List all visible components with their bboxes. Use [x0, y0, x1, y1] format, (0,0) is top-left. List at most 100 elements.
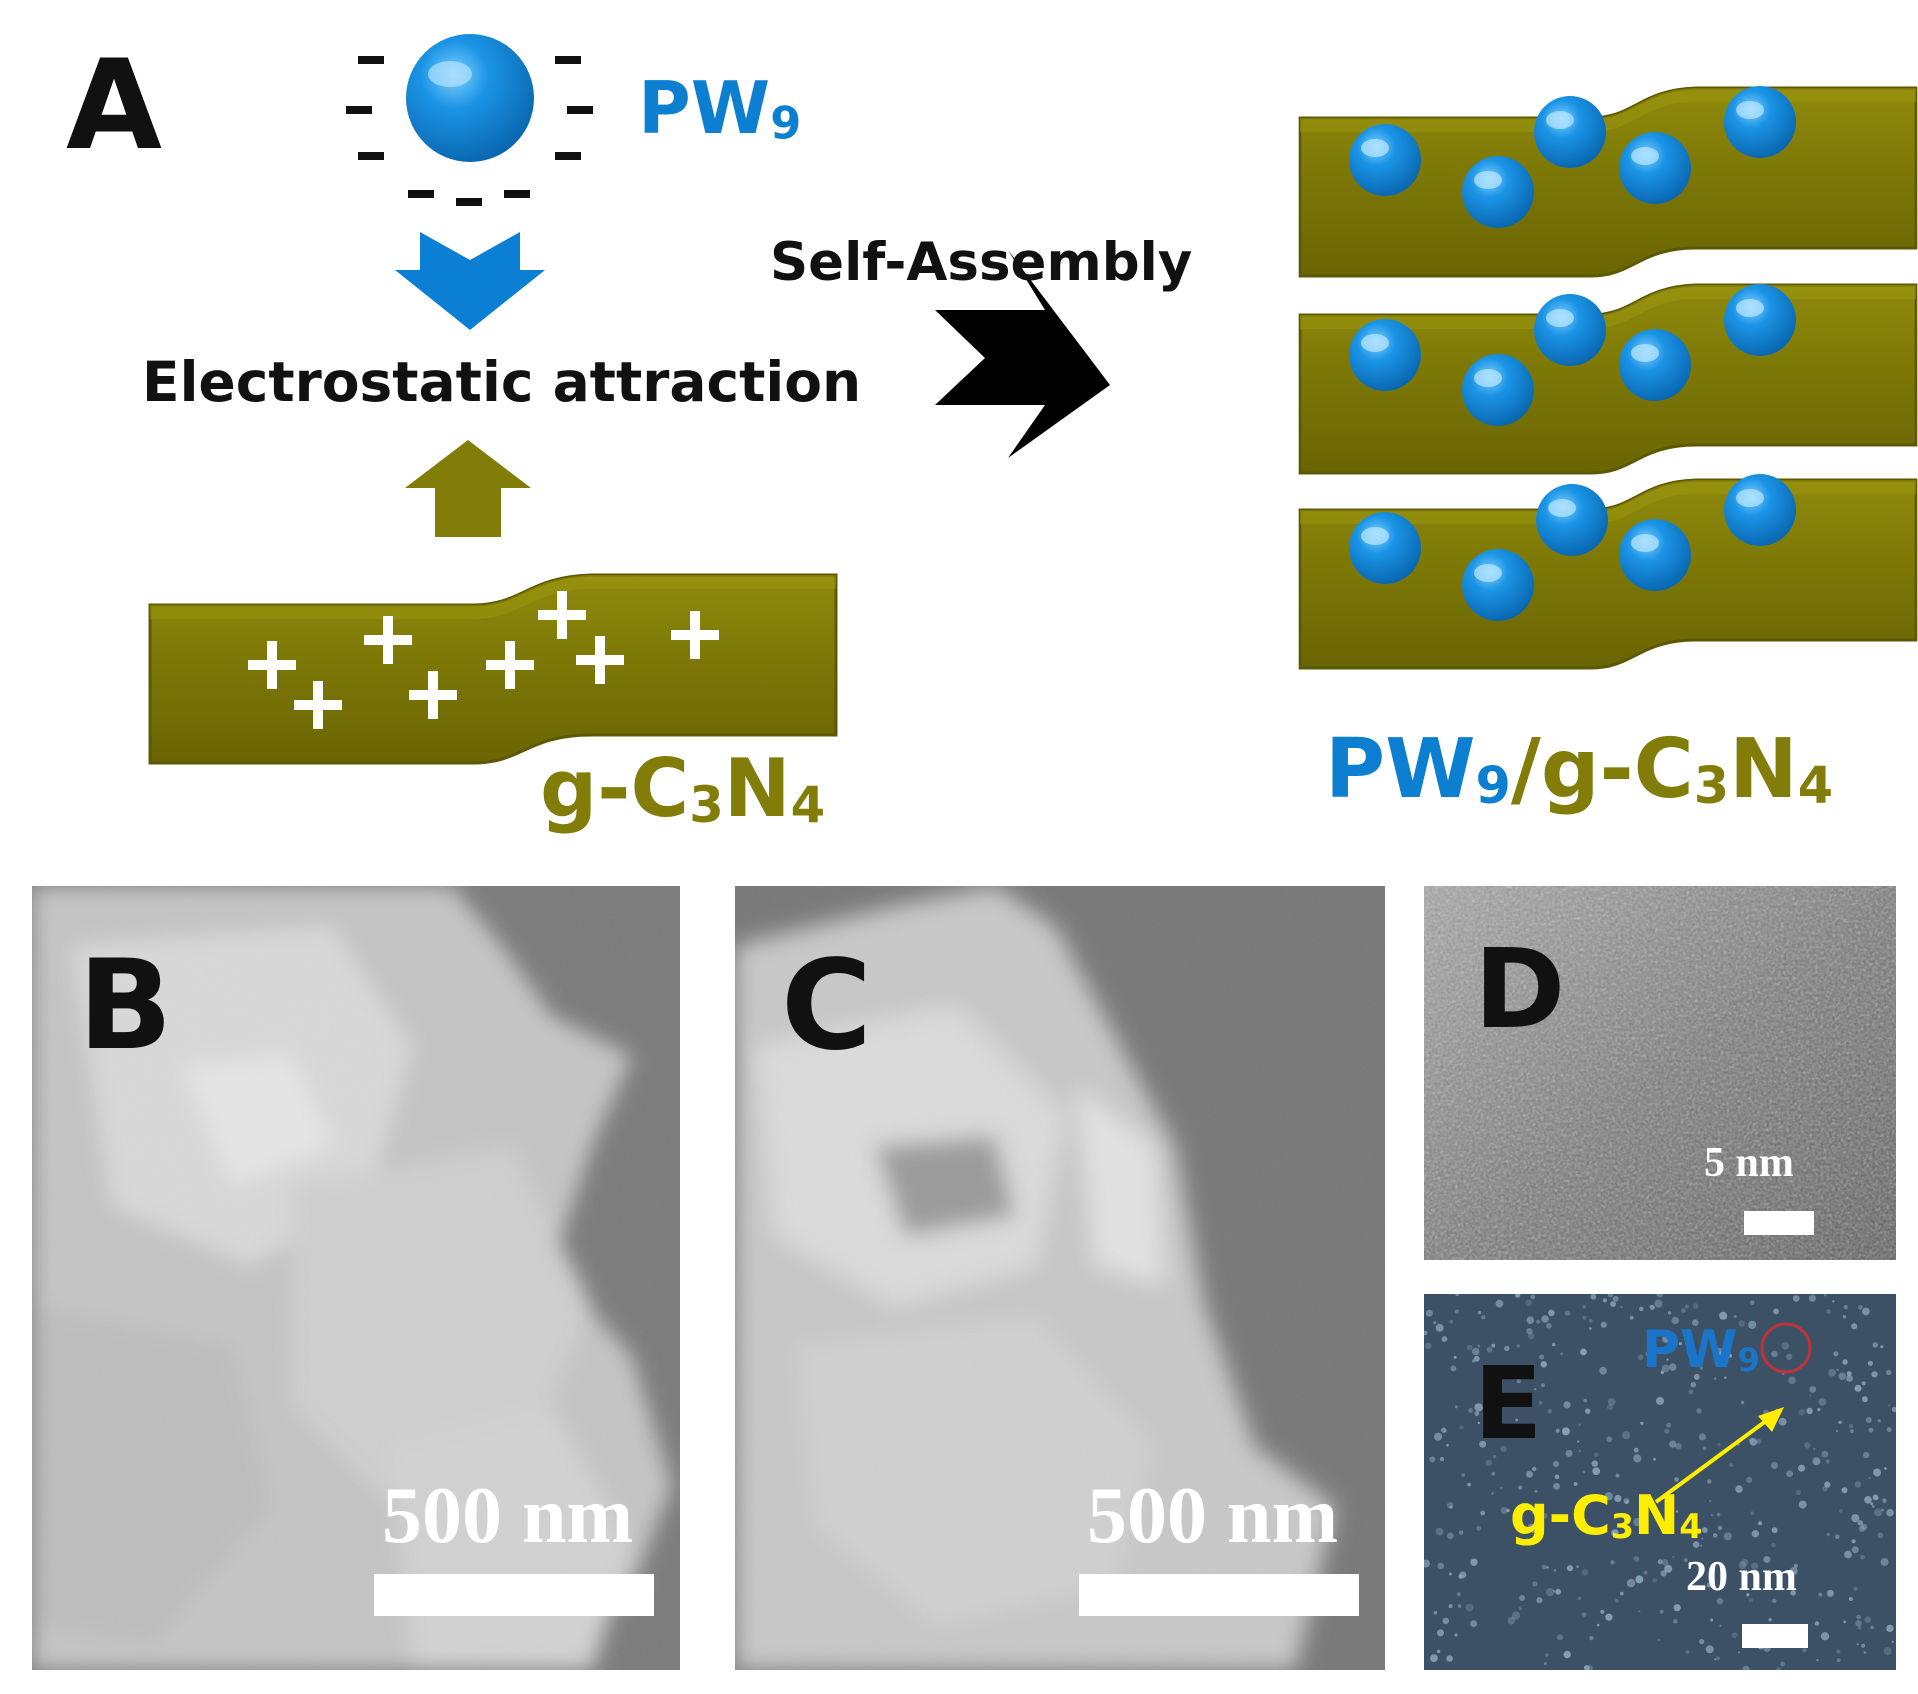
speckle-dot [1582, 1304, 1586, 1309]
speckle-dot [1668, 1334, 1673, 1340]
speckle-dot [1506, 1508, 1510, 1513]
speckle-dot [1756, 1438, 1762, 1444]
panel-b-sem-image: B 500 nm [32, 886, 680, 1670]
speckle-dot [1645, 1351, 1652, 1357]
speckle-dot [1835, 1534, 1840, 1539]
panel-c-sem-image: C 500 nm [735, 886, 1385, 1670]
speckle-dot [1648, 1304, 1653, 1308]
speckle-dot [1563, 1401, 1571, 1409]
speckle-dot [1851, 1514, 1860, 1523]
speckle-dot [1714, 1377, 1717, 1380]
speckle-dot [1638, 1610, 1641, 1613]
speckle-dot [1654, 1299, 1663, 1308]
speckle-dot [1505, 1372, 1509, 1376]
speckle-dot [1553, 1590, 1556, 1593]
speckle-dot [1664, 1428, 1670, 1434]
speckle-dot [1474, 1411, 1480, 1416]
speckle-dot [1437, 1629, 1444, 1637]
speckle-dot [1724, 1376, 1727, 1379]
speckle-dot [1589, 1327, 1592, 1330]
speckle-dot [1633, 1556, 1640, 1562]
speckle-dot [1886, 1427, 1892, 1433]
speckle-dot [1673, 1604, 1681, 1612]
speckle-dot [1809, 1386, 1817, 1393]
speckle-dot [1563, 1650, 1571, 1659]
speckle-dot [1867, 1360, 1873, 1366]
speckle-dot [1591, 1460, 1598, 1467]
speckle-dot [1846, 1375, 1853, 1382]
speckle-dot [1525, 1299, 1533, 1307]
speckle-dot [1633, 1447, 1639, 1453]
speckle-dot [1442, 1617, 1450, 1625]
speckle-dot [1891, 1406, 1896, 1413]
speckle-dot [1861, 1643, 1866, 1648]
speckle-dot [1433, 1321, 1437, 1325]
speckle-dot [1516, 1379, 1521, 1384]
speckle-dot [1461, 1473, 1465, 1477]
speckle-dot [1771, 1527, 1778, 1534]
speckle-dot [1657, 1638, 1661, 1642]
speckle-dot [1809, 1394, 1812, 1397]
panel-e-stem-image: E PW9 g-C3N4 20 nm [1424, 1294, 1896, 1670]
speckle-dot [1826, 1533, 1830, 1537]
speckle-dot [1555, 1588, 1561, 1595]
panel-d-scale-label: 5 nm [1704, 1140, 1794, 1186]
speckle-dot [1874, 1508, 1883, 1517]
speckle-dot [1681, 1308, 1686, 1313]
speckle-dot [1848, 1423, 1854, 1429]
speckle-dot [1458, 1530, 1464, 1535]
speckle-dot [1600, 1321, 1607, 1328]
speckle-dot [1702, 1527, 1708, 1533]
speckle-dot [1581, 1568, 1589, 1576]
speckle-dot [1585, 1408, 1591, 1414]
speckle-dot [1885, 1369, 1892, 1376]
speckle-dot [1554, 1474, 1560, 1480]
speckle-dot [1526, 1470, 1533, 1478]
speckle-dot [1738, 1561, 1747, 1570]
speckle-dot [1678, 1342, 1682, 1346]
speckle-dot [1454, 1633, 1458, 1637]
speckle-dot [1507, 1616, 1516, 1625]
speckle-dot [1864, 1496, 1872, 1504]
speckle-dot [1607, 1397, 1616, 1406]
speckle-dot [1454, 1405, 1458, 1409]
speckle-dot [1880, 1345, 1884, 1349]
speckle-dot [1565, 1449, 1573, 1457]
speckle-dot [1470, 1620, 1477, 1628]
speckle-dot [1606, 1436, 1613, 1443]
speckle-dot [1857, 1520, 1863, 1526]
speckle-dot [1737, 1651, 1740, 1654]
speckle-dot [1675, 1442, 1682, 1450]
speckle-dot [1771, 1543, 1776, 1548]
speckle-dot [1818, 1398, 1827, 1406]
speckle-dot [1793, 1563, 1798, 1568]
speckle-dot [1453, 1355, 1457, 1359]
gcn-label: g-C3N4 [540, 742, 826, 835]
speckle-dot [1886, 1508, 1894, 1517]
speckle-dot [1707, 1479, 1712, 1484]
speckle-dot [1751, 1562, 1759, 1570]
speckle-dot [1435, 1323, 1444, 1332]
speckle-dot [1824, 1481, 1831, 1488]
speckle-dot [1667, 1311, 1672, 1315]
speckle-dot [1541, 1564, 1547, 1570]
speckle-dot [1513, 1396, 1520, 1403]
speckle-dot [1742, 1665, 1750, 1670]
speckle-dot [1717, 1512, 1721, 1517]
speckle-dot [1786, 1470, 1794, 1478]
speckle-dot [1436, 1649, 1441, 1654]
speckle-dot [1851, 1539, 1856, 1544]
speckle-dot [1454, 1309, 1459, 1314]
speckle-dot [1825, 1309, 1831, 1314]
speckle-dot [1701, 1537, 1704, 1540]
speckle-dot [1593, 1452, 1599, 1458]
speckle-dot [1582, 1315, 1587, 1320]
speckle-dot [1600, 1609, 1605, 1614]
speckle-dot [1851, 1323, 1858, 1330]
speckle-dot [1530, 1294, 1536, 1300]
panel-d-tem-image: D 5 nm [1424, 886, 1896, 1260]
speckle-dot [1750, 1300, 1755, 1305]
speckle-dot [1714, 1658, 1717, 1661]
speckle-dot [1716, 1597, 1724, 1605]
speckle-dot [1719, 1624, 1722, 1627]
